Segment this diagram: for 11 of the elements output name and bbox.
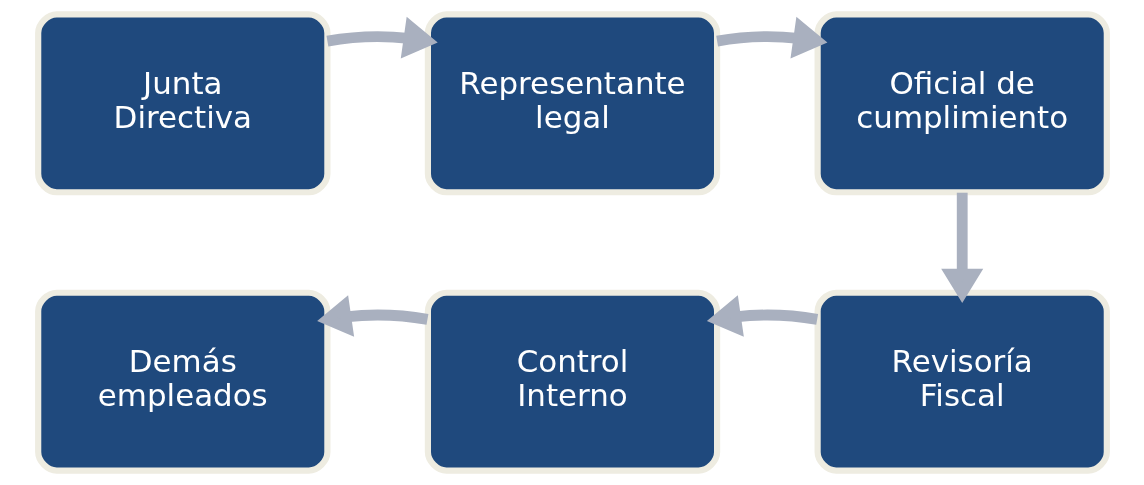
node-box: Revisoría Fiscal	[814, 289, 1110, 474]
node-box: Junta Directiva	[34, 11, 330, 196]
node-box: Representante legal	[424, 11, 720, 196]
node-box: Oficial de cumplimiento	[814, 11, 1110, 196]
arrow	[715, 16, 827, 59]
arrow	[940, 192, 983, 303]
node-box: Control Interno	[424, 289, 720, 474]
arrow	[326, 16, 438, 59]
arrow	[706, 295, 818, 337]
arrow	[316, 295, 428, 337]
node-box: Demás empleados	[34, 289, 330, 474]
